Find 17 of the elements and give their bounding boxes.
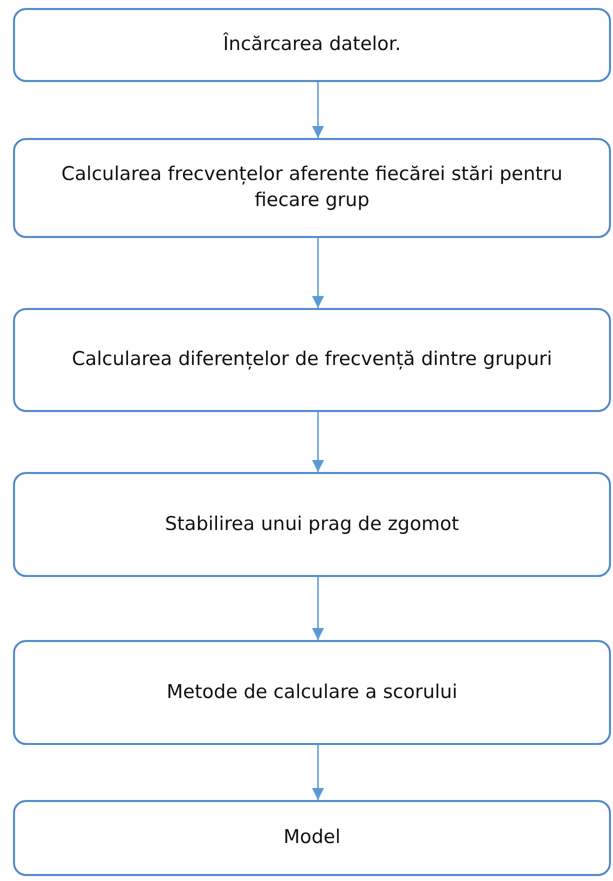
process-box (13, 472, 611, 577)
box-label: Încărcarea datelor. (223, 32, 401, 58)
arrow (312, 412, 324, 472)
arrow (312, 745, 324, 800)
process-box (13, 8, 611, 82)
arrow (312, 238, 324, 308)
process-box (13, 138, 611, 238)
box-label: Model (283, 825, 341, 850)
box-label: Calcularea diferențelor de frecvență dintre grupuri (72, 347, 552, 372)
arrow (312, 82, 324, 138)
box-label: Calcularea frecvențelor aferente fiecărei stări pentru fiecare grup (60, 162, 564, 213)
box-label: Stabilirea unui prag de zgomot (165, 512, 459, 537)
box-label: Metode de calculare a scorului (166, 680, 458, 705)
arrow (312, 577, 324, 640)
process-box (13, 800, 611, 876)
process-box (13, 640, 611, 745)
process-box (13, 308, 611, 412)
